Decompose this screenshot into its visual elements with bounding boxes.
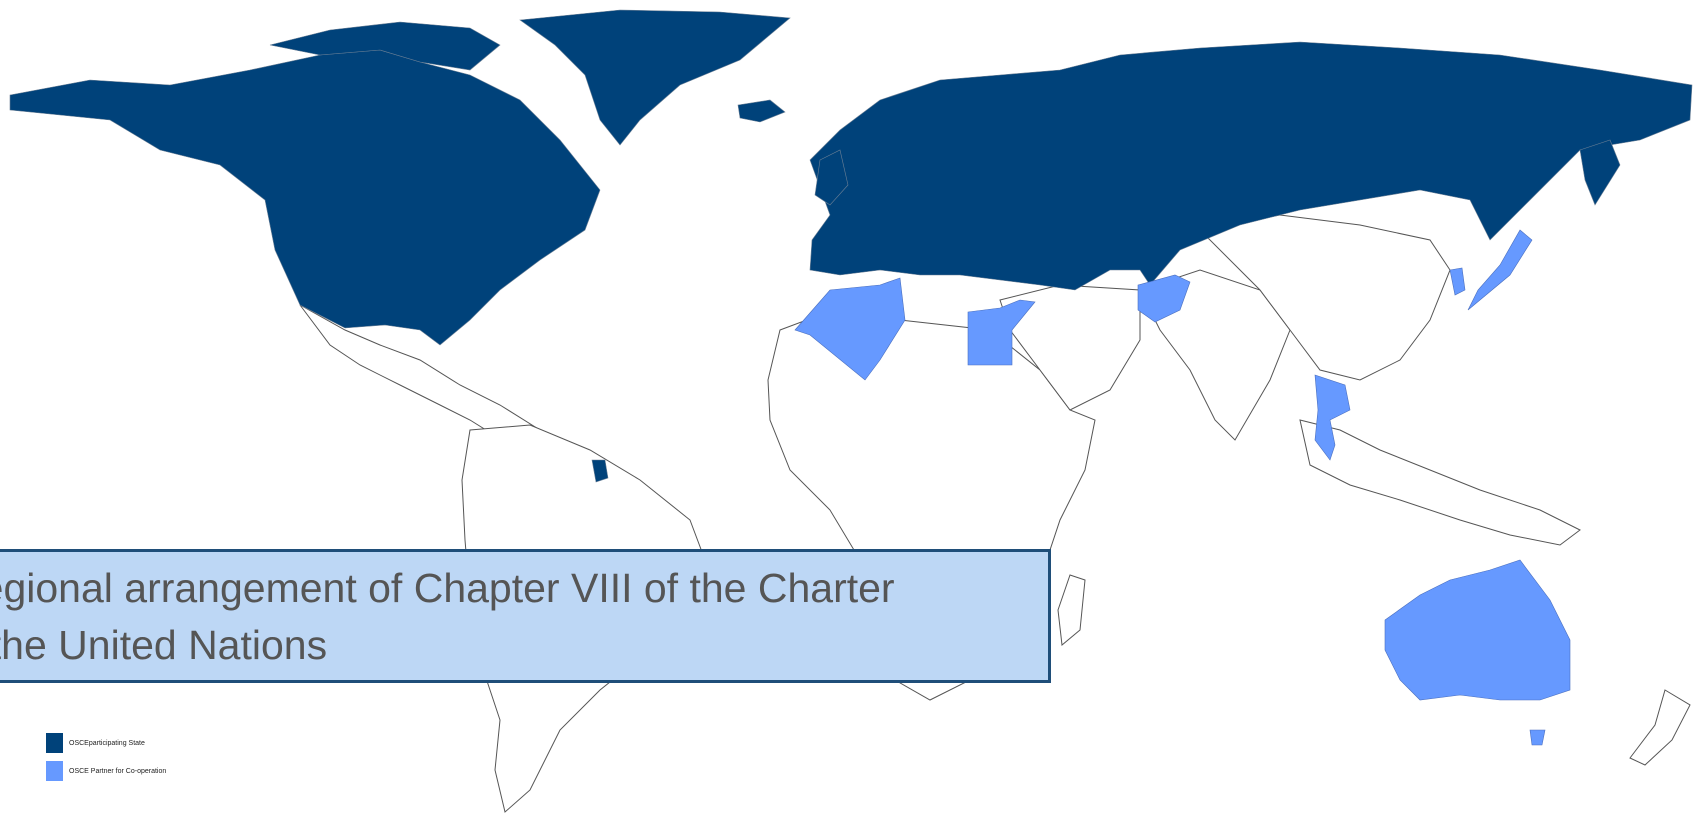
new-zealand (1629, 689, 1691, 766)
middle-east (999, 284, 1141, 411)
legend-label-member: OSCEparticipating State (69, 739, 145, 747)
legend-item-member: OSCEparticipating State (46, 733, 166, 753)
morocco-algeria (794, 277, 906, 381)
legend-item-partner: OSCE Partner for Co-operation (46, 761, 166, 781)
kamchatka (1579, 139, 1621, 206)
south-asia (1139, 269, 1291, 441)
east-asia (1198, 214, 1451, 381)
caption-box: regional arrangement of Chapter VIII of … (0, 549, 1051, 683)
legend-label-partner: OSCE Partner for Co-operation (69, 767, 167, 775)
iceland (737, 99, 786, 123)
thailand (1314, 374, 1351, 461)
arctic-islands (269, 21, 501, 71)
korea (1449, 267, 1466, 296)
non-member-regions (299, 214, 1691, 813)
greenland (519, 9, 791, 146)
tasmania (1529, 729, 1546, 746)
legend-swatch-member (46, 733, 63, 753)
french-guiana (591, 459, 609, 483)
afghanistan (1137, 274, 1191, 323)
egypt-israel-jordan (967, 299, 1036, 366)
madagascar (1057, 574, 1086, 646)
legend-swatch-partner (46, 761, 63, 781)
member-regions (9, 9, 1693, 483)
southeast-asia-islands (1299, 419, 1581, 546)
australia (1384, 559, 1571, 701)
europe-russia (809, 41, 1693, 291)
japan (1467, 229, 1533, 311)
north-america (9, 49, 601, 346)
caption-line-1: regional arrangement of Chapter VIII of … (0, 565, 895, 611)
british-isles (814, 149, 849, 206)
legend: OSCEparticipating State OSCE Partner for… (46, 733, 166, 789)
caption-line-2: f the United Nations (0, 622, 328, 668)
partner-regions (794, 229, 1571, 746)
